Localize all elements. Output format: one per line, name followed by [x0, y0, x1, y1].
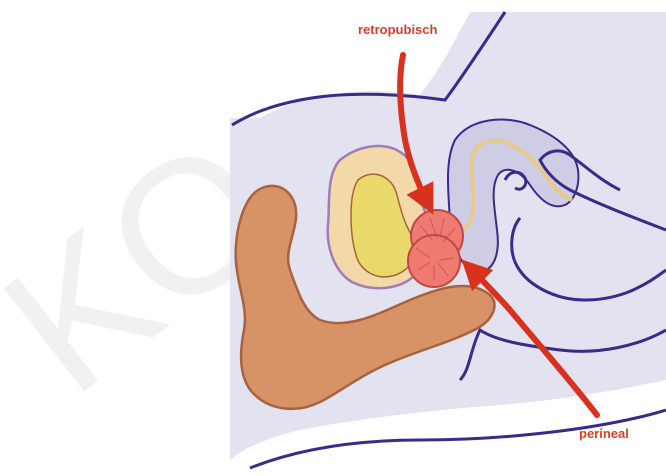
retropubic-label: retropubisch — [358, 22, 437, 37]
prostate — [408, 210, 463, 287]
perineal-label: perineal — [579, 426, 629, 441]
